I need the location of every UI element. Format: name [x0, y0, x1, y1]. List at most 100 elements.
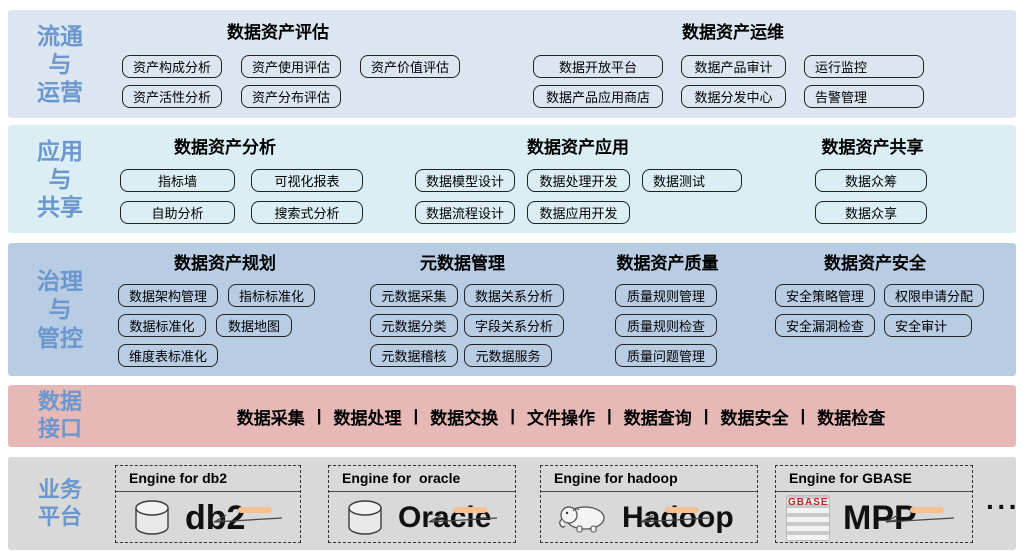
security-row-1: 安全策略管理 权限申请分配: [775, 284, 985, 307]
side-label-line: 接口: [37, 416, 82, 441]
module-chip: 数据流程设计: [415, 201, 516, 224]
interface-separator: |: [800, 406, 806, 425]
gbase-logo-text: GBASE: [788, 496, 829, 508]
module-chip: 数据开放平台: [533, 55, 663, 78]
interface-separator: |: [316, 406, 322, 425]
module-chip: 元数据采集: [370, 284, 458, 307]
side-label-line: 运营: [37, 79, 83, 106]
module-chip: 自助分析: [120, 201, 235, 224]
engine-header: Engine for GBASE: [776, 466, 972, 492]
group-title-data-asset-sharing: 数据资产共享: [821, 138, 924, 157]
group-title-data-asset-planning: 数据资产规划: [174, 254, 276, 273]
sharing-row-1: 数据众筹: [815, 169, 927, 192]
engine-header: Engine for hadoop: [541, 466, 757, 492]
metadata-row-3: 元数据稽核 元数据服务: [370, 344, 552, 367]
module-chip: 数据众享: [815, 201, 927, 224]
side-label-application-sharing: 应用 与 共享: [8, 125, 112, 233]
hadoop-elephant-icon: [559, 505, 605, 533]
group-title-data-asset-analysis: 数据资产分析: [174, 138, 276, 157]
side-label-line: 与: [48, 165, 72, 192]
module-chip: 资产分布评估: [241, 85, 342, 108]
side-label-line: 与: [48, 50, 72, 77]
engine-body: Hadoop: [541, 492, 757, 543]
module-chip: 数据应用开发: [527, 201, 631, 224]
group-title-data-asset-quality: 数据资产质量: [616, 254, 719, 273]
group-title-data-asset-evaluation: 数据资产评估: [227, 23, 329, 42]
engine-body: Oracle: [329, 492, 515, 543]
side-label-line: 业务: [37, 476, 82, 502]
evaluation-row-1: 资产构成分析 资产使用评估 资产价值评估: [122, 55, 461, 78]
interface-item: 文件操作: [527, 408, 595, 428]
side-label-line: 与: [48, 296, 72, 323]
application-row-2: 数据流程设计 数据应用开发: [415, 201, 631, 224]
module-chip: 数据关系分析: [464, 284, 565, 307]
module-chip: 元数据稽核: [370, 344, 458, 367]
module-chip: 数据产品审计: [681, 55, 786, 78]
module-chip: 数据测试: [642, 169, 743, 192]
module-chip: 资产使用评估: [241, 55, 342, 78]
interface-separator: |: [607, 406, 612, 425]
engine-header: Engine for db2: [116, 466, 300, 492]
module-chip: 数据地图: [216, 314, 292, 337]
planning-row-2: 数据标准化 数据地图: [118, 314, 292, 337]
group-title-data-asset-security: 数据资产安全: [824, 254, 926, 273]
engine-card-db2: Engine for db2 db2: [115, 465, 301, 543]
interface-item: 数据安全: [720, 408, 789, 428]
module-chip: 资产活性分析: [122, 85, 223, 108]
interface-separator: |: [413, 406, 419, 425]
module-chip: 安全漏洞检查: [775, 314, 876, 337]
module-chip: 可视化报表: [251, 169, 363, 192]
quality-row-1: 质量规则管理: [615, 284, 717, 307]
side-label-line: 平台: [37, 503, 82, 529]
module-chip: 运行监控: [804, 55, 924, 78]
module-chip: 质量规则管理: [615, 284, 717, 307]
metadata-row-1: 元数据采集 数据关系分析: [370, 284, 565, 307]
band-data-interface: 数据 接口 数据采集 | 数据处理 | 数据交换 | 文件操作 | 数据查询 |…: [8, 385, 1016, 447]
group-title-data-asset-application: 数据资产应用: [527, 138, 629, 157]
module-chip: 资产构成分析: [122, 55, 223, 78]
analysis-row-2: 自助分析 搜索式分析: [120, 201, 363, 224]
side-label-data-interface: 数据 接口: [8, 385, 112, 447]
module-chip: 数据处理开发: [527, 169, 631, 192]
interface-separator: |: [703, 406, 709, 425]
application-row-1: 数据模型设计 数据处理开发 数据测试: [415, 169, 743, 192]
side-label-governance-control: 治理 与 管控: [8, 243, 112, 376]
engine-name: Oracle: [398, 500, 492, 534]
interface-separator: |: [510, 406, 515, 425]
side-label-line: 管控: [37, 324, 83, 351]
engine-card-gbase: Engine for GBASE GBASE MPP: [775, 465, 973, 543]
side-label-business-platform: 业务 平台: [8, 457, 112, 550]
interface-item: 数据查询: [623, 408, 692, 428]
group-title-data-asset-operations: 数据资产运维: [682, 23, 784, 42]
interface-item: 数据处理: [333, 408, 402, 428]
engine-name: MPP: [843, 498, 917, 537]
module-chip: 质量规则检查: [615, 314, 717, 337]
module-chip: 指标标准化: [228, 284, 316, 307]
security-row-2: 安全漏洞检查 安全审计: [775, 314, 973, 337]
side-label-circulation-operations: 流通 与 运营: [8, 10, 112, 118]
engine-body: db2: [116, 492, 300, 543]
module-chip: 元数据分类: [370, 314, 458, 337]
interface-item: 数据交换: [430, 408, 499, 428]
operations-row-2: 数据产品应用商店 数据分发中心 告警管理: [533, 85, 924, 108]
engine-card-hadoop: Engine for hadoop Hadoop: [540, 465, 758, 543]
module-chip: 数据产品应用商店: [533, 85, 663, 108]
module-chip: 搜索式分析: [251, 201, 363, 224]
analysis-row-1: 指标墙 可视化报表: [120, 169, 363, 192]
interface-item: 数据采集: [236, 408, 305, 428]
group-title-metadata-management: 元数据管理: [420, 254, 505, 273]
planning-row-1: 数据架构管理 指标标准化: [118, 284, 316, 307]
module-chip: 安全策略管理: [775, 284, 876, 307]
band-application-sharing: 应用 与 共享 数据资产分析 指标墙 可视化报表 自助分析 搜索式分析 数据资产…: [8, 125, 1016, 233]
evaluation-row-2: 资产活性分析 资产分布评估: [122, 85, 342, 108]
engine-name: db2: [185, 498, 246, 537]
engine-card-oracle: Engine for oracle Oracle: [328, 465, 516, 543]
sharing-row-2: 数据众享: [815, 201, 927, 224]
module-chip: 指标墙: [120, 169, 235, 192]
module-chip: 权限申请分配: [884, 284, 985, 307]
side-label-line: 应用: [37, 137, 83, 164]
module-chip: 告警管理: [804, 85, 924, 108]
band-business-platform: 业务 平台 Engine for db2 db2 Engine for: [8, 457, 1018, 550]
database-cylinder-icon: [135, 499, 169, 535]
database-cylinder-icon: [348, 499, 382, 535]
